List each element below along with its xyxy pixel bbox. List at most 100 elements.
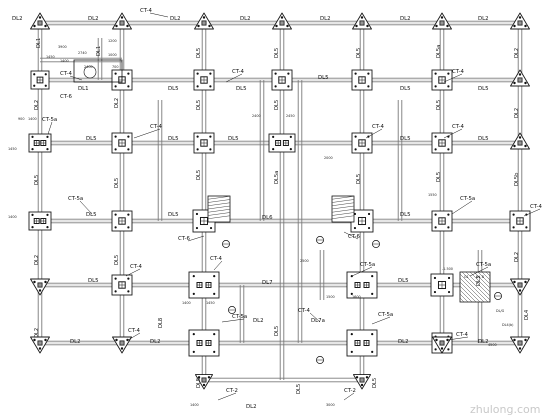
pile-dot [447, 276, 451, 280]
pile-dot [434, 135, 437, 138]
pile-cap-square [351, 69, 373, 91]
stair-tread [207, 199, 231, 203]
pile-dot [524, 81, 527, 85]
beam-label: DL2 [253, 318, 264, 324]
watermark: zhulong.com [470, 403, 540, 416]
beam-label: DL2 [398, 339, 409, 345]
pile-dot [367, 148, 370, 151]
pit-hatch [459, 297, 465, 303]
pile-cap-triangle [510, 69, 530, 87]
pile-column [363, 340, 370, 346]
pile-cap-square [193, 69, 215, 91]
pile-cap-square [509, 210, 531, 232]
pile-dot [440, 16, 444, 19]
pile-column [40, 218, 47, 224]
pile-dot [127, 226, 130, 229]
pile-column [275, 140, 282, 146]
beam-label: DL5 [196, 48, 202, 58]
pile-column [359, 20, 365, 26]
pile-dot [518, 347, 522, 350]
beam-label: DL8 [158, 318, 164, 328]
cap-label: CT-4 [456, 332, 469, 338]
pile-dot [197, 376, 201, 379]
pile-cap-triangle [30, 278, 50, 296]
beam-label: DL2 [400, 16, 411, 22]
pile-dot [360, 383, 364, 387]
beam-labels: DL2 DL2 DL2 DL2 DL2 DL2 DL2 DL1 DL5 DL5 … [12, 16, 530, 410]
pile-dot [360, 16, 364, 19]
pile-cap-triangle [510, 278, 530, 296]
pit-hatch [481, 271, 491, 281]
pile-dot [196, 72, 199, 75]
pile-dot [127, 290, 130, 293]
cap-label: CT-5a [68, 196, 83, 202]
pit-hatch [459, 281, 481, 303]
pile-dot [120, 16, 124, 19]
cap-label: CT-5a [476, 262, 491, 268]
pile-dot [213, 275, 216, 278]
pile-dot [435, 338, 438, 342]
beam-label: DL5 [400, 136, 411, 142]
pile-dot [192, 333, 195, 336]
pile-dot [355, 376, 359, 379]
pile-dot [433, 290, 437, 294]
pile-dot [371, 275, 374, 278]
lift-pit [459, 271, 491, 303]
pile-dot [33, 84, 36, 87]
pile-dot [195, 212, 199, 216]
beam-label: DL2 [240, 16, 251, 22]
pit-hatch [469, 271, 491, 293]
pile-cap-square [193, 132, 215, 154]
pile-cap-square [111, 132, 133, 154]
cap-label: CT-5a [232, 314, 247, 320]
beam-label: DL2 [88, 16, 99, 22]
dimension: 1550 [428, 193, 437, 197]
pile-column [354, 340, 361, 346]
pile-cap-triangle [510, 132, 530, 150]
pile-column [354, 282, 361, 288]
pile-caps [28, 12, 531, 390]
pile-dot [289, 148, 292, 151]
cap-label: CT-6 [60, 94, 73, 100]
pit-hatch [459, 273, 489, 303]
pile-dot [192, 275, 195, 278]
pile-cap-square [430, 273, 454, 297]
pile-dot [289, 135, 292, 138]
beam-label: DL2 [150, 339, 161, 345]
pit-hatch [459, 285, 477, 303]
pile-dot [434, 348, 437, 351]
pile-dot [115, 24, 118, 28]
pile-cap-rect [268, 133, 296, 153]
pile-dot [127, 72, 130, 75]
pile-dot [512, 226, 515, 229]
pile-cap-square [351, 132, 373, 154]
pile-column [517, 20, 523, 26]
pile-cap-square [111, 274, 133, 296]
pile-column [119, 340, 125, 346]
pile-dot [207, 376, 211, 379]
cap-label: CT-4 [150, 124, 163, 130]
dimension-text: 3900 2740 1200 1000 1400 2400 700 2400 2… [8, 39, 497, 407]
pile-dot [126, 338, 129, 342]
dimension: 1450 [8, 147, 17, 151]
stair-tread [331, 202, 355, 206]
pile-dot [446, 24, 449, 28]
pile-dot [195, 226, 199, 230]
dimension: 2400 [252, 114, 261, 118]
pile-dot [38, 347, 42, 350]
beam-label: DL2 [170, 16, 181, 22]
pile-dot [354, 148, 357, 151]
pile-cap-rect [346, 271, 378, 299]
dimension: 2450 [286, 114, 295, 118]
cap-label: CT-2 [344, 388, 356, 394]
pile-column [36, 76, 44, 84]
pile-dot [202, 16, 206, 19]
dimension: 4500 [488, 343, 497, 347]
pile-cap-triangle [432, 12, 452, 30]
cap-outline [28, 211, 52, 231]
pile-dot [114, 213, 117, 216]
pile-dot [371, 292, 374, 295]
pile-dot [46, 226, 49, 229]
beam-label: DL5 [88, 278, 99, 284]
pile-cap-square [431, 132, 453, 154]
